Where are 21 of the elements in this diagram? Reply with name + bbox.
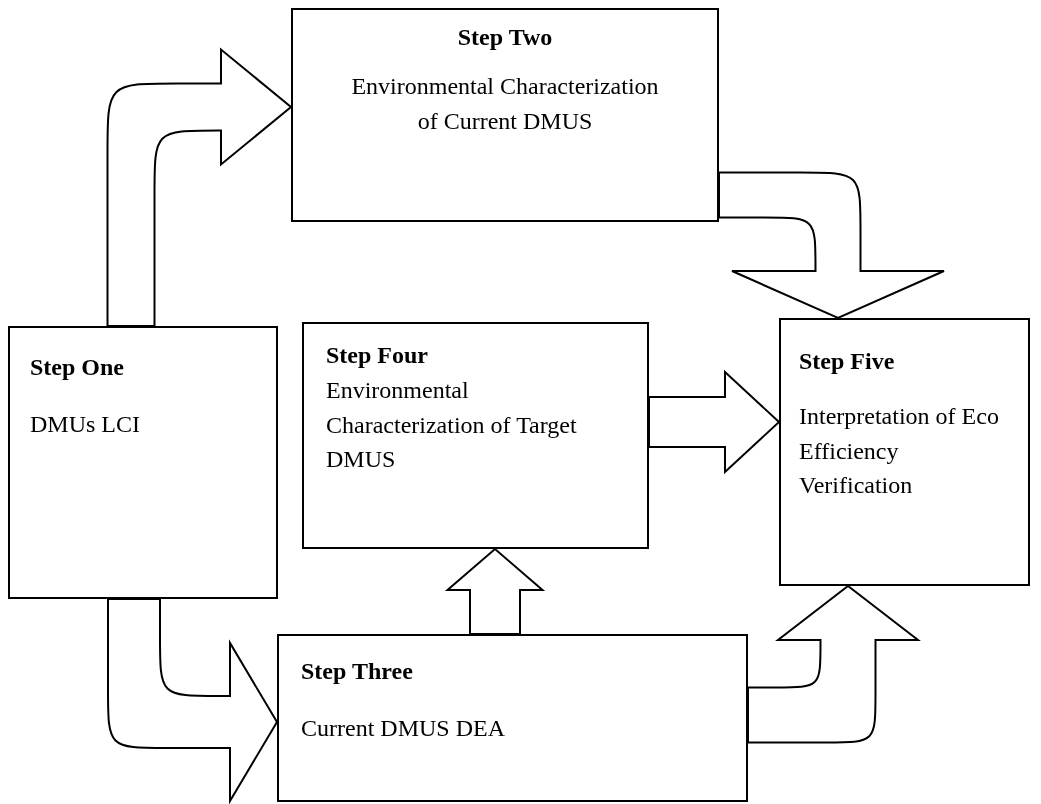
step-box (302, 322, 649, 549)
step-box (779, 318, 1030, 586)
step-heading: Step Four (326, 341, 429, 370)
step-heading: Step One (30, 353, 125, 382)
step-description: Environmental Characterization of Current DMUS (351, 71, 659, 136)
step-description: Current DMUS DEA (301, 713, 506, 743)
step-heading: Step Three (301, 657, 414, 686)
step-box (8, 326, 278, 599)
step-box (291, 8, 719, 222)
block-arrow (747, 585, 919, 744)
block-arrow (444, 547, 546, 635)
block-arrow (106, 48, 292, 327)
step-description: Interpretation of Eco Efficiency Verification (799, 401, 1000, 501)
step-description: Environmental Characterization of Target DMUS (326, 375, 578, 475)
block-arrow (648, 369, 781, 475)
step-heading: Step Two (456, 23, 554, 52)
block-arrow (718, 171, 945, 319)
step-description: DMUs LCI (30, 409, 141, 439)
step-box (277, 634, 748, 802)
block-arrow (107, 598, 278, 802)
step-heading: Step Five (799, 347, 896, 376)
